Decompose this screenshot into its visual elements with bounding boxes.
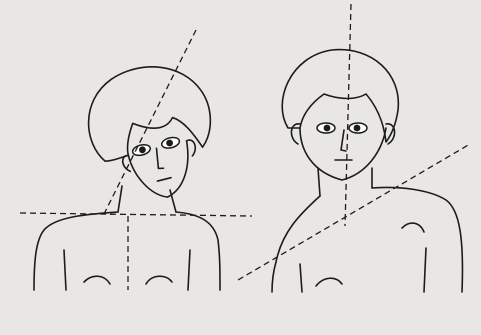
- left-ear: [291, 124, 300, 144]
- hair-outline: [77, 54, 218, 173]
- left-pupil: [324, 125, 331, 132]
- figure-tilted-shoulders: [238, 4, 470, 292]
- torso-outline: [272, 196, 320, 292]
- head-midline: [345, 4, 351, 226]
- left-chest: [84, 276, 110, 284]
- nose: [154, 148, 164, 170]
- right-chest: [146, 276, 172, 284]
- left-arm-line: [64, 250, 66, 290]
- figure-tilted-head: [20, 30, 252, 290]
- torso-outline-right: [372, 188, 462, 293]
- mouth: [157, 178, 171, 181]
- nose: [341, 130, 346, 151]
- right-pupil: [354, 125, 361, 132]
- right-arm-line: [424, 248, 426, 292]
- torso-outline-right: [176, 212, 220, 290]
- neck: [318, 168, 320, 196]
- right-arm-line: [188, 250, 190, 290]
- shoulder-level-line: [20, 213, 252, 216]
- right-chest: [402, 223, 424, 232]
- tilted-head: [77, 54, 227, 212]
- left-arm-line: [300, 264, 302, 292]
- left-chest: [316, 278, 342, 286]
- shoulder-slope-line: [238, 144, 470, 280]
- neck: [118, 186, 122, 212]
